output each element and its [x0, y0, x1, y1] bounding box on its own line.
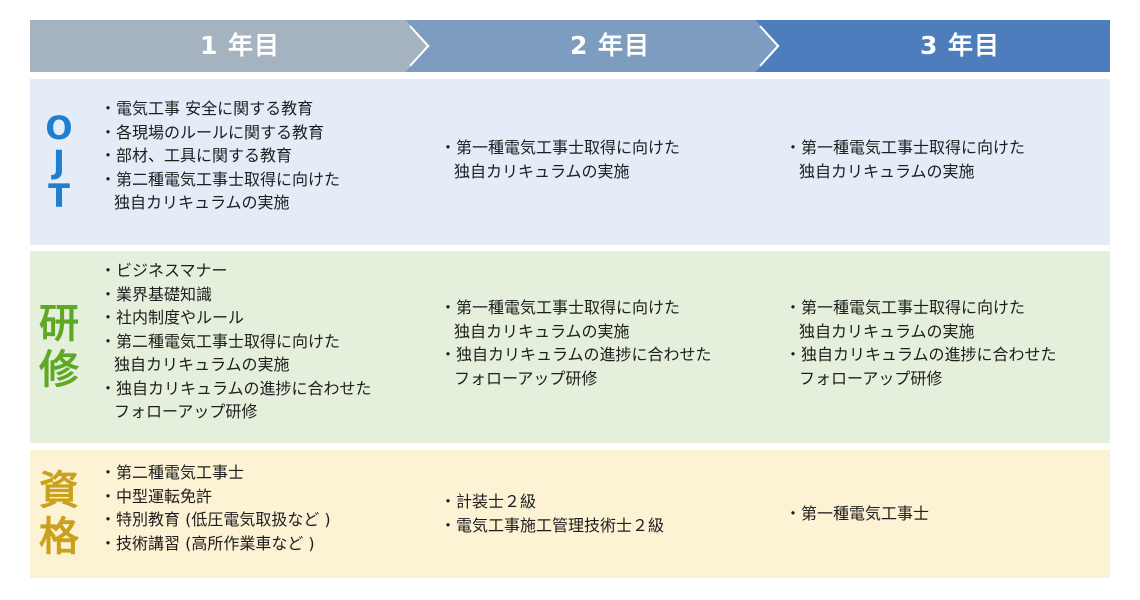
list-item: 電気工事施工管理技術士２級: [440, 514, 770, 538]
shikaku-year2-list: 計装士２級 電気工事施工管理技術士２級: [440, 490, 770, 537]
list-item: ビジネスマナー: [100, 259, 440, 283]
list-item: 第一種電気工事士取得に向けた 独自カリキュラムの実施: [785, 296, 1105, 343]
list-item: 独自カリキュラムの進捗に合わせた フォローアップ研修: [785, 343, 1105, 390]
ojt-label-char: T: [48, 177, 70, 215]
list-item: 特別教育 (低圧電気取扱など ): [100, 508, 430, 532]
year-2-arrow: [405, 20, 780, 72]
ojt-row-label: O J T: [30, 91, 88, 233]
shikaku-row-label: 資 格: [30, 450, 88, 578]
shikaku-year1-list: 第二種電気工事士 中型運転免許 特別教育 (低圧電気取扱など ) 技術講習 (高…: [100, 461, 430, 555]
shikaku-label-char: 資: [39, 468, 79, 514]
shikaku-row: 資 格 第二種電気工事士 中型運転免許 特別教育 (低圧電気取扱など ) 技術講…: [30, 450, 1110, 578]
year-header-arrows: [30, 20, 1110, 72]
kenshu-label-char: 研: [39, 301, 79, 347]
ojt-label-char: O: [45, 109, 73, 147]
list-item: 技術講習 (高所作業車など ): [100, 532, 430, 556]
list-item: 第一種電気工事士: [785, 502, 1105, 526]
year-3-label: 3 年目: [919, 31, 1001, 60]
list-item: 計装士２級: [440, 490, 770, 514]
kenshu-year1-list: ビジネスマナー 業界基礎知識 社内制度やルール 第二種電気工事士取得に向けた 独…: [100, 259, 440, 424]
kenshu-label-char: 修: [39, 347, 79, 393]
year-2-label: 2 年目: [569, 31, 651, 60]
chevron-divider-1: [409, 25, 430, 67]
list-item: 独自カリキュラムの進捗に合わせた フォローアップ研修: [100, 377, 440, 424]
list-item: 第二種電気工事士取得に向けた 独自カリキュラムの実施: [100, 330, 440, 377]
kenshu-row-label: 研 修: [30, 251, 88, 443]
shikaku-label-char: 格: [39, 514, 79, 560]
ojt-year3-list: 第一種電気工事士取得に向けた 独自カリキュラムの実施: [785, 136, 1105, 183]
list-item: 部材、工具に関する教育: [100, 144, 430, 168]
list-item: 第二種電気工事士取得に向けた 独自カリキュラムの実施: [100, 168, 430, 215]
shikaku-year3-list: 第一種電気工事士: [785, 502, 1105, 526]
ojt-label-char: J: [53, 143, 65, 181]
list-item: 業界基礎知識: [100, 283, 440, 307]
chevron-divider-2: [759, 25, 780, 67]
list-item: 社内制度やルール: [100, 306, 440, 330]
list-item: 電気工事 安全に関する教育: [100, 97, 430, 121]
list-item: 第二種電気工事士: [100, 461, 430, 485]
list-item: 中型運転免許: [100, 485, 430, 509]
ojt-year2-list: 第一種電気工事士取得に向けた 独自カリキュラムの実施: [440, 136, 770, 183]
list-item: 第一種電気工事士取得に向けた 独自カリキュラムの実施: [440, 136, 770, 183]
list-item: 第一種電気工事士取得に向けた 独自カリキュラムの実施: [785, 136, 1105, 183]
list-item: 各現場のルールに関する教育: [100, 121, 430, 145]
kenshu-row: 研 修 ビジネスマナー 業界基礎知識 社内制度やルール 第二種電気工事士取得に向…: [30, 251, 1110, 443]
year-3-arrow: [755, 20, 1110, 72]
list-item: 独自カリキュラムの進捗に合わせた フォローアップ研修: [440, 343, 780, 390]
year-1-label: 1 年目: [199, 31, 281, 60]
list-item: 第一種電気工事士取得に向けた 独自カリキュラムの実施: [440, 296, 780, 343]
year-header: 1 年目 2 年目 3 年目: [30, 20, 1110, 72]
year-1-arrow: [30, 20, 430, 72]
kenshu-year3-list: 第一種電気工事士取得に向けた 独自カリキュラムの実施 独自カリキュラムの進捗に合…: [785, 296, 1105, 390]
kenshu-year2-list: 第一種電気工事士取得に向けた 独自カリキュラムの実施 独自カリキュラムの進捗に合…: [440, 296, 780, 390]
ojt-row: O J T 電気工事 安全に関する教育 各現場のルールに関する教育 部材、工具に…: [30, 79, 1110, 245]
ojt-year1-list: 電気工事 安全に関する教育 各現場のルールに関する教育 部材、工具に関する教育 …: [100, 97, 430, 215]
